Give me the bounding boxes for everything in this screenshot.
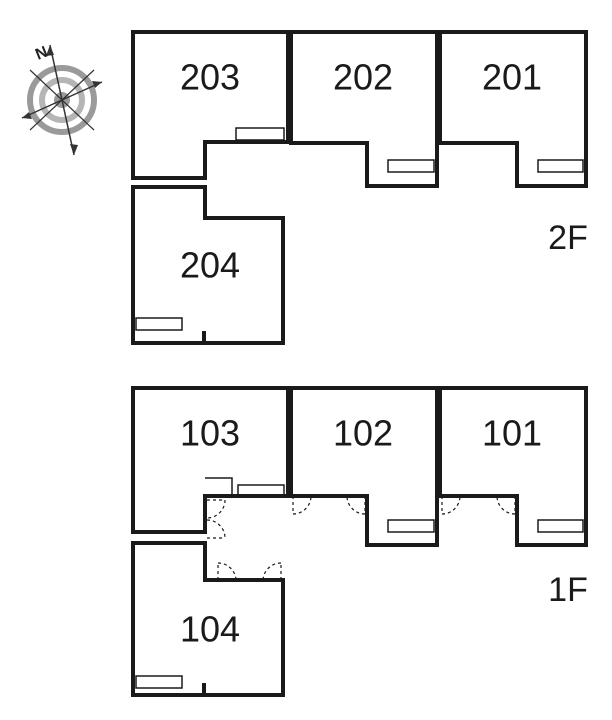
unit-104-walls <box>131 541 285 697</box>
unit-label-204: 204 <box>180 245 240 286</box>
unit-label-203: 203 <box>180 57 240 98</box>
unit-label-104: 104 <box>180 609 240 650</box>
balcony-104 <box>135 675 183 689</box>
north-label: N <box>33 44 50 64</box>
balcony-201 <box>537 159 584 173</box>
unit-202-walls <box>289 30 439 188</box>
unit-label-202: 202 <box>333 57 393 98</box>
compass-rose-icon: N <box>21 44 103 156</box>
floor-2f: 203 202 201 204 2F <box>131 30 588 345</box>
unit-label-102: 102 <box>333 413 393 454</box>
balcony-202 <box>387 159 435 173</box>
unit-204-walls <box>131 185 285 345</box>
unit-101-walls <box>438 386 588 547</box>
unit-label-201: 201 <box>482 57 542 98</box>
unit-203-walls <box>131 30 290 180</box>
floor-label-2f: 2F <box>548 219 588 257</box>
balcony-204 <box>135 317 183 331</box>
floor-label-1f: 1F <box>548 571 588 609</box>
balcony-203 <box>235 127 285 141</box>
door-swings-1f <box>206 495 516 581</box>
unit-102-walls <box>289 386 439 547</box>
balcony-103 <box>237 484 285 498</box>
floor-1f: 103 102 101 104 1F <box>131 386 588 697</box>
unit-label-103: 103 <box>180 413 240 454</box>
balcony-101 <box>537 519 584 533</box>
entry-103 <box>205 477 233 496</box>
unit-label-101: 101 <box>482 413 542 454</box>
unit-201-walls <box>438 30 588 188</box>
unit-103-walls <box>131 386 290 534</box>
balcony-102 <box>387 519 435 533</box>
